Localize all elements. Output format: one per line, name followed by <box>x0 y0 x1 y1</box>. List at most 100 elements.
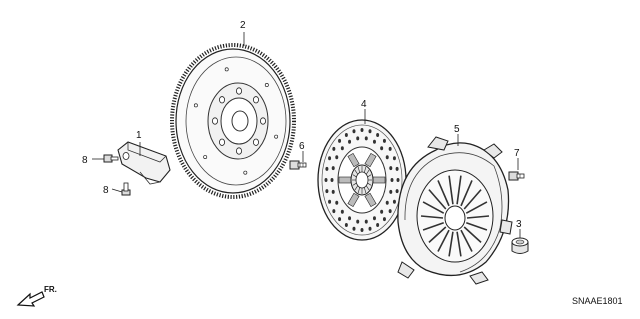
disc-rivet <box>331 189 335 194</box>
disc-rivet <box>335 155 339 160</box>
flywheel-bolt-hole <box>219 138 226 146</box>
damper-spring <box>347 152 360 168</box>
diaphragm-finger <box>456 175 462 205</box>
flywheel-bolt-hole <box>211 117 218 125</box>
damper-spring <box>364 192 377 208</box>
flywheel-outer-hole <box>193 103 198 108</box>
flywheel-bolt-hole <box>259 117 266 125</box>
disc-rivet <box>332 209 336 214</box>
callout-8-upper: 8 <box>82 155 88 166</box>
disc-rivet <box>382 138 386 143</box>
spline-tooth <box>352 174 357 178</box>
disc-rivet <box>360 228 364 232</box>
front-direction-label: FR. <box>44 285 57 294</box>
spline-tooth <box>364 187 367 194</box>
flywheel-bolt-holes <box>211 87 266 155</box>
disc-rivet <box>390 178 394 182</box>
disc-rivet <box>332 146 336 151</box>
damper-spring <box>338 176 352 184</box>
disc-rivet <box>382 217 386 222</box>
leader-8-lower <box>111 188 123 193</box>
disc-rivet <box>338 138 342 143</box>
disc-rivet <box>352 226 356 231</box>
damper-spring <box>364 152 377 168</box>
diaphragm-finger <box>448 175 454 205</box>
diaphragm-finger <box>437 180 450 207</box>
callout-5: 5 <box>454 124 460 135</box>
diaphragm-finger <box>465 201 488 214</box>
spline-tooth <box>367 174 372 178</box>
diaphragm-finger <box>463 226 482 243</box>
damper-spring <box>347 192 360 208</box>
spline-tooth <box>364 166 367 173</box>
disc-rivet <box>368 226 372 231</box>
flywheel-outer-hole <box>243 170 248 175</box>
flywheel <box>170 43 296 199</box>
disc-rivet <box>388 146 392 151</box>
disc-rivet <box>331 166 335 171</box>
disc-rivet <box>340 209 344 214</box>
diaphragm-finger <box>466 222 488 231</box>
spline-tooth <box>357 166 360 173</box>
disc-rivet <box>372 216 376 221</box>
disc-rivet <box>348 216 352 221</box>
disc-rivet <box>395 189 399 194</box>
disc-rivet <box>356 136 360 141</box>
diaphragm-finger <box>466 215 490 219</box>
disc-rivet <box>376 223 380 228</box>
spline-tooth <box>367 182 372 186</box>
callout-7: 7 <box>514 148 520 159</box>
callout-3: 3 <box>516 219 522 230</box>
disc-rivet <box>330 178 334 182</box>
bolt-8-lower <box>121 182 131 196</box>
disc-rivet <box>344 223 348 228</box>
disc-rivet <box>360 128 364 132</box>
spline-tooth <box>354 185 359 191</box>
disc-rivet <box>385 155 389 160</box>
diaphragm-finger <box>428 189 447 210</box>
callout-4: 4 <box>361 99 367 110</box>
callout-2: 2 <box>240 20 246 31</box>
diaphragm-finger <box>422 222 444 231</box>
spline-tooth <box>365 169 370 175</box>
flywheel-outer-hole <box>274 134 279 139</box>
pressure-plate-mounting-lugs <box>397 136 513 285</box>
diaphragm-finger <box>437 229 450 252</box>
disc-rivet <box>388 209 392 214</box>
diaphragm-finger <box>448 231 454 257</box>
flywheel-bolt-hole <box>235 87 242 95</box>
disc-friction-rivets <box>324 128 400 232</box>
diaphragm-finger <box>456 231 462 257</box>
disc-rivet <box>356 219 360 224</box>
callout-1: 1 <box>136 130 142 141</box>
disc-rivet <box>335 200 339 205</box>
front-direction-arrow-icon <box>16 291 45 307</box>
diaphragm-finger <box>422 201 445 214</box>
disc-rivet <box>338 217 342 222</box>
disc-rivet <box>395 166 399 171</box>
disc-rivet <box>376 132 380 137</box>
disc-rivet <box>392 156 396 161</box>
spline-tooth <box>352 182 357 186</box>
flywheel-bolt-hole <box>252 138 259 146</box>
disc-rivet <box>392 199 396 204</box>
disc-rivet <box>368 129 372 134</box>
diaphragm-finger <box>460 180 473 207</box>
damper-spring <box>372 176 386 184</box>
diagram-code: SNAAE1801 <box>572 296 623 306</box>
flywheel-bolt-hole <box>252 96 259 104</box>
clutch-disc <box>317 119 407 241</box>
disc-rivet <box>396 178 400 182</box>
spline-tooth <box>365 185 370 191</box>
disc-rivet <box>364 219 368 224</box>
disc-damper-springs <box>338 152 386 208</box>
disc-rivet <box>344 132 348 137</box>
callout-8-lower: 8 <box>103 185 109 196</box>
bolt-7 <box>508 171 525 181</box>
leader-lines <box>92 32 521 238</box>
flywheel-outer-hole <box>224 67 229 72</box>
diaphragm-finger <box>420 215 444 219</box>
flywheel-outer-hole <box>264 83 269 87</box>
